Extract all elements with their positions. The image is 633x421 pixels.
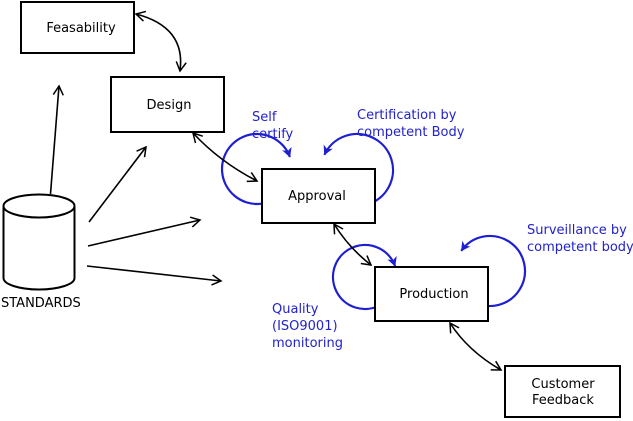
quality-label-line1: Quality	[272, 302, 319, 317]
quality-label-line2: (ISO9001)	[272, 319, 338, 334]
arrow-standards-to-production	[86, 265, 223, 286]
certification-label-line2: competent Body	[357, 125, 465, 140]
certification-label-line1: Certification by	[357, 108, 457, 123]
feasability-box	[20, 1, 135, 54]
self-certify-label-line1: Self	[252, 110, 277, 125]
design-label: Design	[147, 98, 192, 113]
arrow-standards-to-feasability	[49, 84, 64, 195]
certification-label: Certification by competent Body	[357, 108, 465, 140]
approval-box	[261, 168, 376, 224]
quality-label: Quality (ISO9001) monitoring	[272, 302, 343, 351]
surveillance-label-line2: competent body	[527, 240, 633, 255]
standards-cylinder	[2, 193, 76, 291]
approval-label: Approval	[288, 189, 346, 204]
arrow-production-customer-feedback	[449, 321, 503, 371]
arrow-feasability-design	[134, 10, 187, 73]
surveillance-loop-arrow	[460, 234, 527, 308]
production-box	[374, 266, 489, 322]
surveillance-label: Surveillance by competent body	[527, 223, 633, 255]
standards-label: STANDARDS	[1, 296, 81, 311]
self-certify-label-line2: certify	[252, 127, 294, 142]
self-certify-label: Self certify	[252, 110, 294, 142]
customer-feedback-label-line1: Customer	[531, 377, 595, 392]
production-label: Production	[399, 287, 468, 302]
design-box	[110, 76, 225, 133]
customer-feedback-box	[504, 365, 621, 418]
arrow-standards-to-design	[88, 145, 147, 223]
feasability-label: Feasability	[46, 21, 116, 36]
customer-feedback-label-line2: Feedback	[532, 393, 594, 408]
quality-label-line3: monitoring	[272, 336, 343, 351]
arrow-standards-to-approval	[87, 216, 202, 247]
surveillance-label-line1: Surveillance by	[527, 223, 627, 238]
arrow-design-approval	[191, 131, 259, 183]
arrow-approval-production	[333, 222, 373, 266]
quality-loop-arrow	[331, 243, 397, 311]
